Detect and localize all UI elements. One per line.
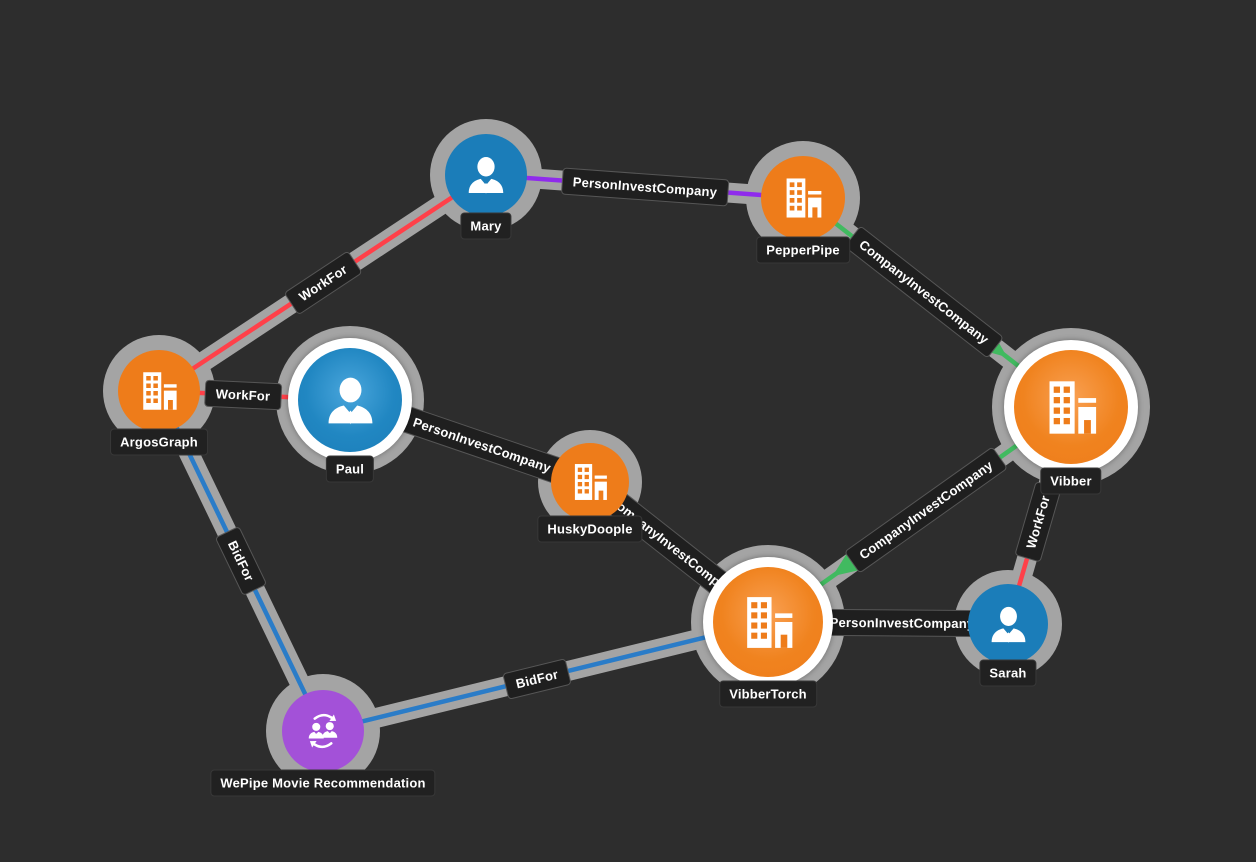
node-paul[interactable] (298, 348, 402, 452)
node-wepipe[interactable] (282, 690, 364, 772)
node-label-pepperpipe: PepperPipe (756, 236, 850, 264)
edge-label-workfor[interactable]: WorkFor (204, 379, 282, 411)
edge-arrowhead (832, 550, 862, 577)
node-label-huskydoople: HuskyDoople (537, 515, 643, 543)
edge-label-personinvestcompany[interactable]: PersonInvestCompany (818, 608, 986, 638)
node-label-mary: Mary (460, 212, 512, 240)
node-mary[interactable] (445, 134, 527, 216)
person-icon (462, 151, 510, 199)
node-label-vibber: Vibber (1040, 467, 1102, 495)
node-sarah[interactable] (968, 584, 1048, 664)
node-label-wepipe: WePipe Movie Recommendation (210, 769, 436, 797)
person-icon (320, 370, 381, 431)
node-vibber[interactable] (1014, 350, 1128, 464)
company-icon (135, 367, 183, 415)
node-vibbertorch[interactable] (713, 567, 823, 677)
node-label-paul: Paul (325, 455, 375, 483)
company-icon (567, 459, 613, 505)
person-icon (985, 601, 1032, 648)
company-icon (1038, 374, 1105, 441)
company-icon (778, 173, 828, 223)
node-label-sarah: Sarah (979, 659, 1037, 687)
people-sync-icon (299, 707, 347, 755)
node-label-argosgraph: ArgosGraph (110, 428, 208, 456)
node-label-vibbertorch: VibberTorch (719, 680, 817, 708)
node-argosgraph[interactable] (118, 350, 200, 432)
company-icon (736, 590, 801, 655)
node-pepperpipe[interactable] (761, 156, 845, 240)
node-huskydoople[interactable] (551, 443, 629, 521)
